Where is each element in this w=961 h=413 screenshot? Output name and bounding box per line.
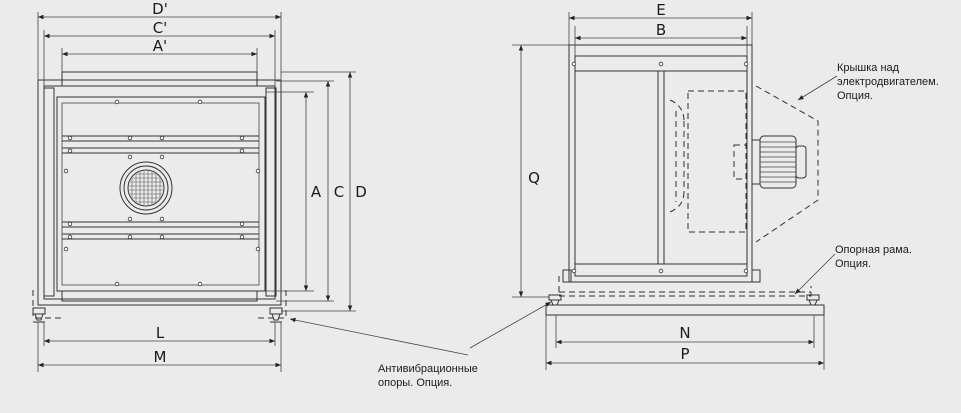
label-d: D — [355, 183, 367, 201]
front-top-flange — [61, 71, 258, 87]
label-d-prime: D' — [152, 0, 168, 18]
label-a-prime: A' — [153, 37, 167, 55]
label-n: N — [679, 324, 690, 342]
label-c-prime: C' — [153, 19, 168, 37]
fan-inlet — [119, 161, 173, 215]
label-l: L — [156, 324, 165, 342]
motor-cover-optional — [755, 85, 819, 243]
label-b: B — [656, 21, 666, 39]
note-support-frame-line2: Опция. — [835, 258, 871, 270]
note-motor-cover: Крышка над электродвигателем. Опция. — [837, 62, 939, 102]
note-motor-cover-line3: Опция. — [837, 90, 873, 102]
front-antivibration-mount-right — [269, 307, 283, 323]
front-bottom-flange — [61, 290, 258, 302]
label-c: C — [334, 183, 344, 201]
front-outer-frame — [37, 79, 282, 306]
annotation-leaders — [289, 75, 838, 356]
label-m: M — [154, 348, 167, 366]
label-a: A — [311, 183, 322, 201]
front-view: D' C' A' A C D L M — [32, 0, 367, 372]
support-frame-optional — [558, 276, 812, 297]
note-motor-cover-line2: электродвигателем. — [837, 76, 939, 88]
label-q: Q — [528, 169, 540, 187]
label-e: E — [656, 1, 665, 19]
note-vibration-mounts-line1: Антивибрационные — [378, 363, 478, 375]
side-base-frame — [545, 304, 825, 316]
label-p: P — [680, 345, 689, 363]
note-support-frame: Опорная рама. Опция. — [835, 244, 912, 270]
side-view: E B Q N P — [512, 1, 825, 370]
front-antivibration-mount-left — [32, 307, 46, 323]
side-motor-hidden — [687, 90, 747, 233]
front-rivets — [63, 99, 261, 287]
note-motor-cover-line1: Крышка над — [837, 62, 900, 74]
side-motor — [751, 135, 807, 189]
side-casing — [568, 44, 753, 283]
side-antivibration-mount-right — [806, 294, 820, 306]
note-vibration-mounts: Антивибрационные опоры. Опция. — [378, 363, 478, 389]
note-support-frame-line1: Опорная рама. — [835, 244, 912, 256]
note-vibration-mounts-line2: опоры. Опция. — [378, 377, 452, 389]
